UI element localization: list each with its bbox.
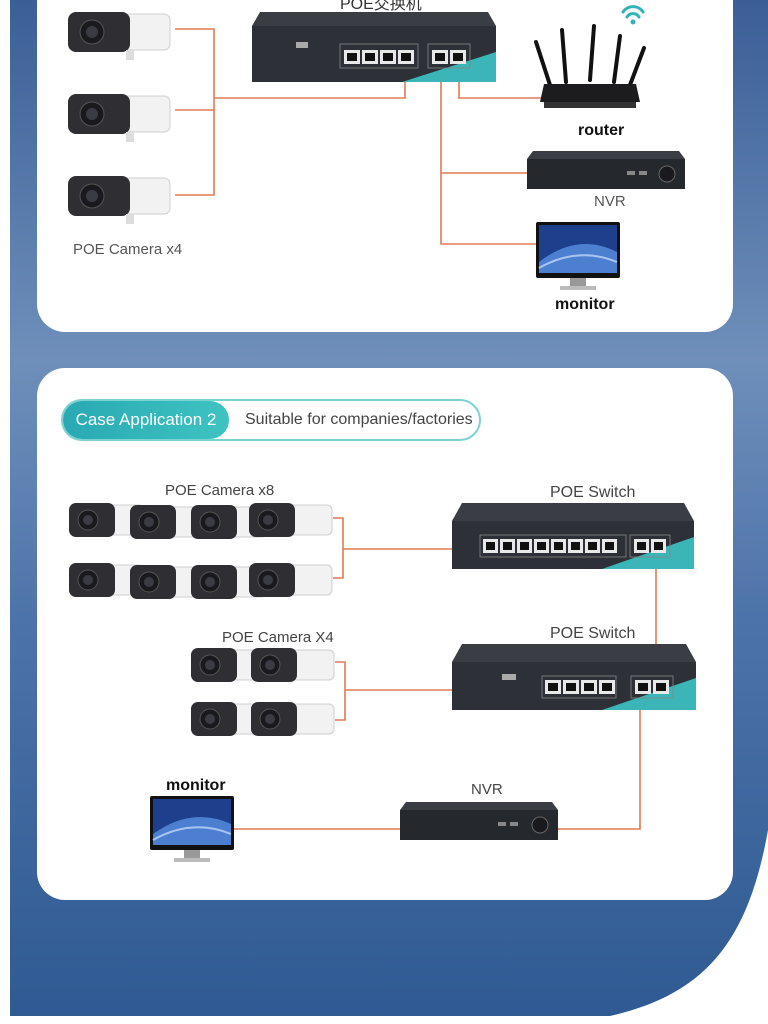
monitor-label-case2: monitor	[166, 777, 226, 794]
camera-icon	[68, 176, 171, 224]
camera-icon	[249, 503, 333, 537]
nvr-label-case2: NVR	[471, 781, 503, 798]
nvr-label-top: NVR	[594, 193, 626, 210]
case2-description: Suitable for companies/factories	[245, 411, 473, 428]
nvr-device	[527, 151, 685, 189]
monitor-icon	[536, 222, 620, 290]
cameras-x4-label: POE Camera X4	[222, 629, 334, 646]
camera-icon	[130, 565, 206, 599]
monitor-icon	[150, 796, 234, 862]
nvr-device	[400, 802, 558, 840]
poe-switch-4port-b	[452, 644, 696, 710]
camera-icon	[69, 563, 145, 597]
switch-title: POE交换机	[340, 0, 422, 13]
camera-icon	[251, 648, 335, 682]
cameras-x8-label: POE Camera x8	[165, 482, 275, 499]
poe-switch-4port	[252, 12, 496, 82]
monitor-label-top: monitor	[555, 296, 615, 313]
poe-switch-8port	[452, 503, 694, 569]
camera-icon	[68, 12, 171, 60]
camera-icon	[68, 94, 171, 142]
camera-icon	[249, 563, 333, 597]
camera-icon	[191, 702, 267, 736]
switch-a-label: POE Switch	[550, 484, 636, 501]
router-label: router	[578, 122, 625, 139]
camera-icon	[191, 565, 267, 599]
case2-tag: Case Application 2	[63, 401, 229, 439]
camera-icon	[130, 505, 206, 539]
case2-header-pill: Case Application 2 Suitable for companie…	[61, 399, 481, 441]
camera-icon	[191, 505, 267, 539]
switch-b-label: POE Switch	[550, 625, 636, 642]
camera-count-label: POE Camera x4	[73, 241, 183, 258]
camera-icon	[251, 702, 335, 736]
router-icon	[534, 5, 646, 108]
camera-icon	[69, 503, 145, 537]
camera-icon	[191, 648, 267, 682]
